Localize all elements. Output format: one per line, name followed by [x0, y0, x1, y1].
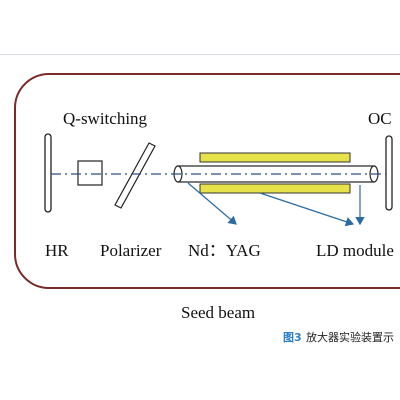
nd-yag-label: Nd：YAG [188, 241, 261, 260]
setup-frame [14, 73, 400, 289]
top-separator-line [0, 54, 400, 55]
nd-yag-pointer-arrow [187, 182, 237, 225]
figure-caption: 放大器实验装置示 [306, 330, 394, 344]
ld-module-top [199, 152, 351, 163]
figure-number: 图3 [283, 331, 302, 344]
polarizer-plate [114, 142, 156, 209]
ld-module-label: LD module [316, 241, 394, 260]
ld-module-pointer-arrow-1 [259, 192, 355, 227]
hr-label: HR [45, 241, 69, 260]
polarizer-label: Polarizer [100, 241, 162, 260]
hr-mirror [44, 133, 52, 213]
q-switching-label: Q-switching [63, 109, 148, 128]
q-switch-box [77, 160, 103, 186]
oc-label: OC [368, 109, 392, 128]
seed-beam-label: Seed beam [181, 303, 255, 322]
ld-module-bottom [199, 183, 351, 194]
oc-mirror [385, 135, 393, 211]
